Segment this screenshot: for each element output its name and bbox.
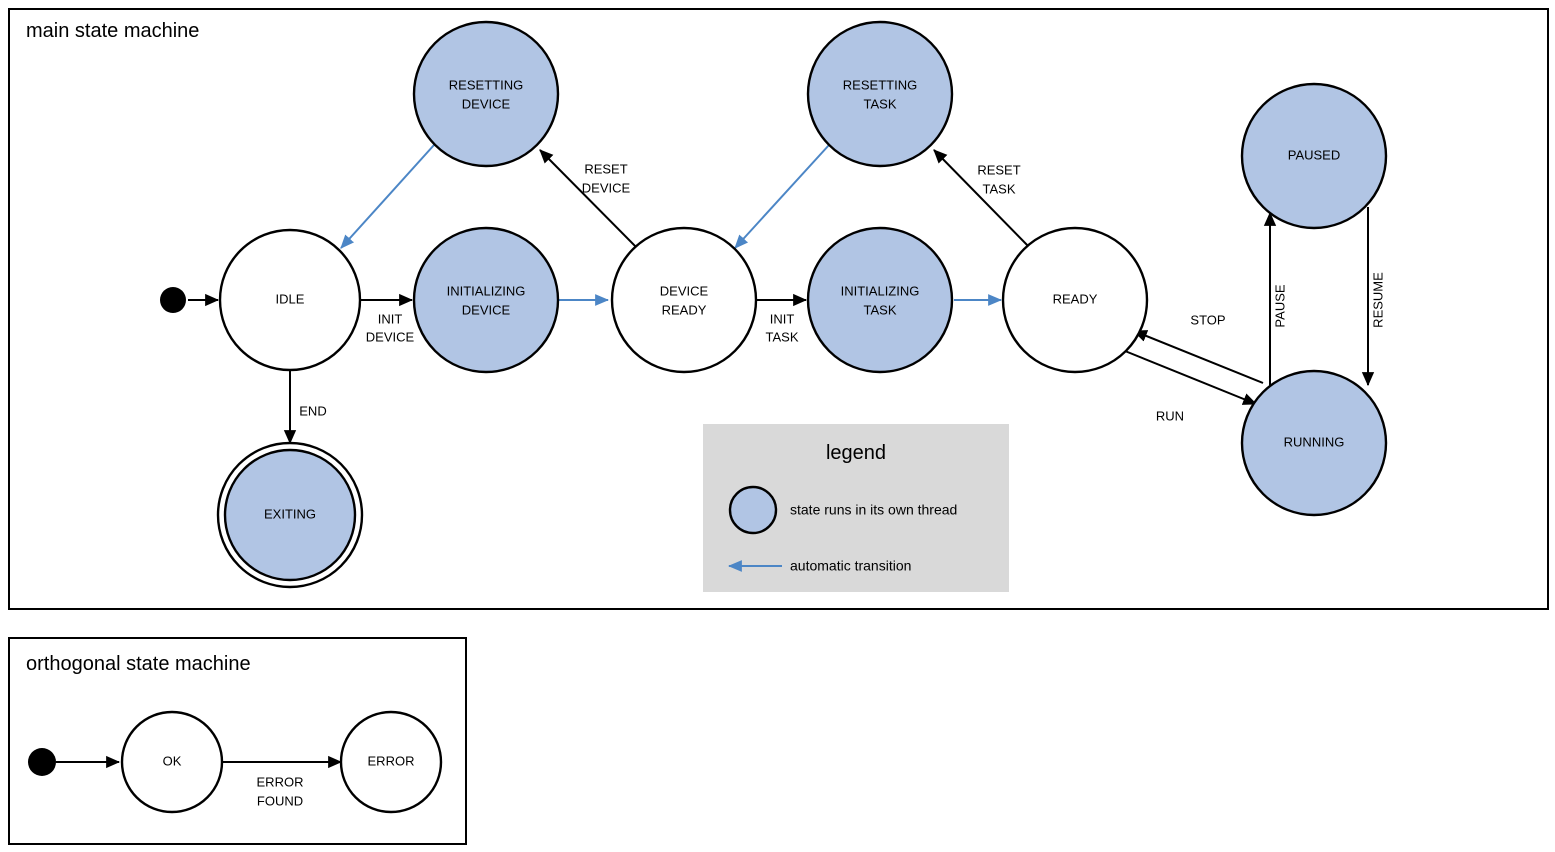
state-node-ready[interactable]: READY [1001, 226, 1149, 374]
orthogonal-states: OK ERROR [28, 710, 443, 814]
initial-state-dot[interactable] [160, 287, 186, 313]
state-circle-error [339, 710, 443, 814]
main-states: IDLE EXITING RESETTING DEVICE INITIALIZI… [160, 20, 1388, 589]
orthogonal-transitions: ERROR FOUND [56, 755, 343, 808]
state-node-resetting-task[interactable]: RESETTING TASK [806, 20, 954, 168]
state-circle-device-ready [610, 226, 758, 374]
state-circle-initializing-task [806, 226, 954, 374]
state-label-device-ready-line2: READY [662, 302, 707, 317]
state-label-running: RUNNING [1284, 434, 1345, 449]
transition-ready-run[interactable] [1124, 350, 1258, 405]
transition-label-resume: RESUME [1370, 272, 1385, 328]
orthogonal-frame-title: orthogonal state machine [26, 653, 251, 675]
transition-ready-resettask[interactable] [933, 149, 1033, 251]
state-node-resetting-device[interactable]: RESETTING DEVICE [412, 20, 560, 168]
transition-label-pause: PAUSE [1272, 284, 1287, 327]
state-node-error[interactable]: ERROR [339, 710, 443, 814]
state-label-device-ready-line1: DEVICE [660, 283, 709, 298]
transition-label-init-device-line2: DEVICE [366, 329, 415, 344]
state-label-exiting: EXITING [264, 506, 316, 521]
state-label-resetting-device-line1: RESETTING [449, 77, 523, 92]
state-circle-ready [1001, 226, 1149, 374]
legend-automatic-transition-text: automatic transition [790, 558, 911, 574]
state-node-device-ready[interactable]: DEVICE READY [610, 226, 758, 374]
transition-label-error-found-line2: FOUND [257, 793, 303, 808]
state-circle-idle [218, 228, 362, 372]
transition-label-init-task-line2: TASK [766, 329, 799, 344]
transition-label-stop: STOP [1190, 312, 1225, 327]
state-label-ready: READY [1053, 291, 1098, 306]
state-label-initializing-task-line1: INITIALIZING [841, 283, 920, 298]
state-circle-exiting-inner [223, 448, 357, 582]
state-label-paused: PAUSED [1288, 147, 1341, 162]
state-label-initializing-task-line2: TASK [864, 302, 897, 317]
state-label-ok: OK [163, 753, 182, 768]
transition-label-reset-device-line1: RESET [584, 161, 627, 176]
transition-resetdevice-idle[interactable] [340, 144, 435, 249]
state-label-resetting-device-line2: DEVICE [462, 96, 511, 111]
transition-label-reset-device-line2: DEVICE [582, 180, 631, 195]
legend-thread-state-icon [728, 485, 778, 535]
state-label-resetting-task-line2: TASK [864, 96, 897, 111]
transition-label-reset-task-line1: RESET [977, 162, 1020, 177]
state-node-idle[interactable]: IDLE [218, 228, 362, 372]
transition-resettask-deviceready[interactable] [734, 144, 830, 249]
transition-deviceready-resetdevice[interactable] [539, 149, 640, 251]
state-node-initializing-task[interactable]: INITIALIZING TASK [806, 226, 954, 374]
state-circle-resetting-task [806, 20, 954, 168]
transition-label-error-found-line1: ERROR [257, 774, 304, 789]
state-circle-resetting-device [412, 20, 560, 168]
main-frame-title: main state machine [26, 20, 199, 42]
state-node-ok[interactable]: OK [120, 710, 224, 814]
legend-title: legend [826, 442, 886, 464]
transition-label-init-device-line1: INIT [378, 311, 403, 326]
state-node-initializing-device[interactable]: INITIALIZING DEVICE [412, 226, 560, 374]
legend: legend state runs in its own thread auto… [703, 424, 1009, 592]
state-label-resetting-task-line1: RESETTING [843, 77, 917, 92]
state-circle-running [1240, 369, 1388, 517]
legend-thread-state-text: state runs in its own thread [790, 502, 957, 518]
transition-label-end: END [299, 403, 326, 418]
state-label-initializing-device-line1: INITIALIZING [447, 283, 526, 298]
state-node-running[interactable]: RUNNING [1240, 369, 1388, 517]
state-label-error: ERROR [368, 753, 415, 768]
state-circle-paused [1240, 82, 1388, 230]
state-node-paused[interactable]: PAUSED [1240, 82, 1388, 230]
main-transitions: INIT DEVICE END RESET DEVICE INIT TASK R… [188, 144, 1385, 445]
transition-label-init-task-line1: INIT [770, 311, 795, 326]
transition-running-stop[interactable] [1132, 330, 1264, 384]
transition-label-reset-task-line2: TASK [983, 181, 1016, 196]
state-node-exiting[interactable]: EXITING [216, 441, 364, 589]
state-label-initializing-device-line2: DEVICE [462, 302, 511, 317]
initial-state-dot-orthogonal[interactable] [28, 748, 56, 776]
state-circle-ok [120, 710, 224, 814]
transition-label-run: RUN [1156, 408, 1184, 423]
state-circle-initializing-device [412, 226, 560, 374]
state-label-idle: IDLE [276, 291, 305, 306]
